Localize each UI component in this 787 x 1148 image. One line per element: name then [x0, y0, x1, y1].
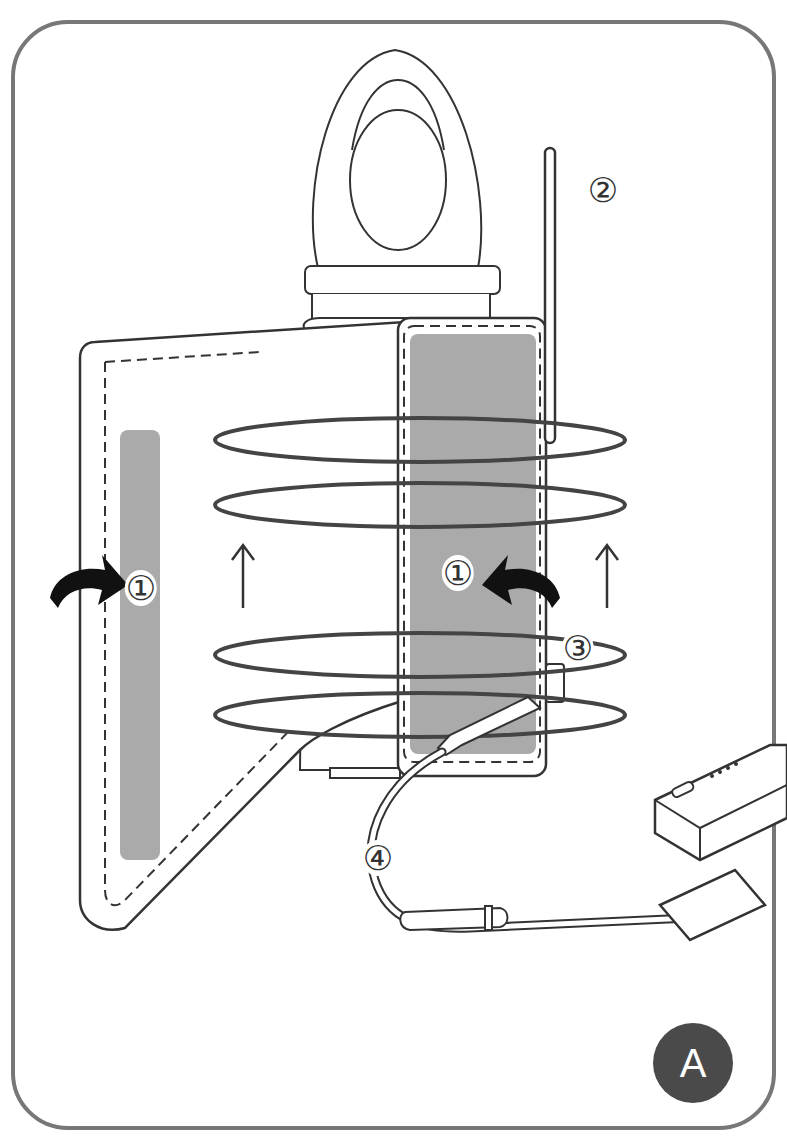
- bottle-neck: [312, 294, 490, 320]
- led-dot: [718, 770, 722, 774]
- cable-tie: [485, 906, 492, 930]
- step-letter: A: [680, 1043, 707, 1083]
- bottle-cap: [313, 50, 481, 268]
- right-panel: [398, 318, 546, 776]
- callout-number: ④: [362, 840, 394, 876]
- callout-number: ③: [562, 630, 594, 666]
- wrap-ring: [215, 418, 625, 462]
- usb-port: [671, 781, 695, 799]
- usb-plug: [660, 870, 765, 940]
- cable-plug: [438, 697, 540, 755]
- bottle-collar: [305, 266, 500, 294]
- cable: [371, 752, 690, 928]
- led-dot: [734, 762, 738, 766]
- left-flap: [80, 322, 405, 930]
- seam-line: [105, 352, 290, 905]
- fold-arrow: [50, 555, 128, 608]
- nipple-outline: [352, 80, 444, 150]
- callout-number: ①: [442, 555, 474, 591]
- up-arrow: [596, 545, 618, 608]
- cable: [371, 752, 690, 928]
- fold-arrow: [482, 555, 560, 608]
- up-arrow: [232, 545, 254, 608]
- led-dot: [710, 774, 714, 778]
- thermometer-rod: [545, 148, 555, 443]
- nipple: [350, 110, 446, 250]
- led-dot: [726, 766, 730, 770]
- wrap-ring: [215, 693, 625, 737]
- step-badge: A: [653, 1023, 733, 1103]
- heating-strip: [120, 430, 160, 860]
- power-bank: [655, 745, 787, 860]
- callout-number: ②: [587, 172, 619, 208]
- frame: [13, 22, 774, 1128]
- callout-number: ①: [125, 570, 157, 606]
- heating-panel: [410, 334, 536, 754]
- bottle-base: [330, 768, 400, 778]
- wrap-ring: [215, 483, 625, 527]
